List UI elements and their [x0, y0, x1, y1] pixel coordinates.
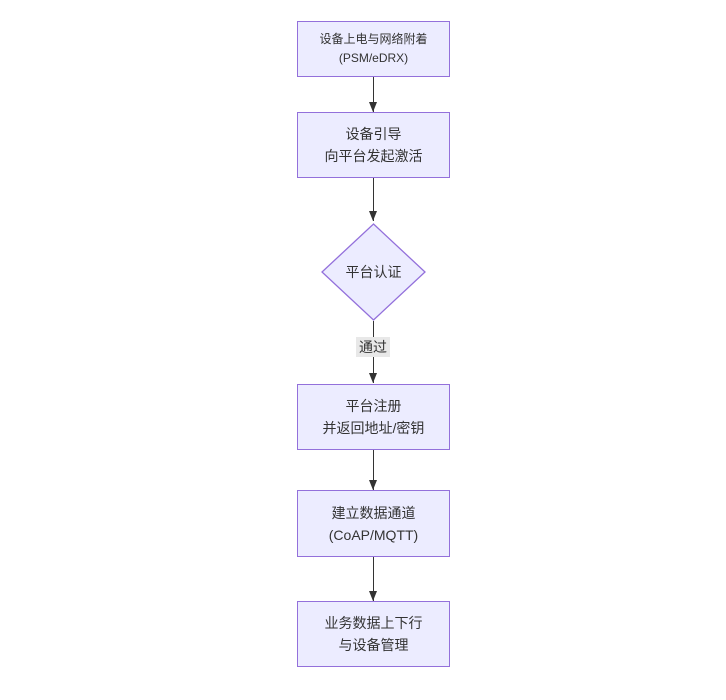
- node-business-line2: 与设备管理: [338, 637, 409, 653]
- edge-label-pass: 通过: [356, 337, 390, 357]
- node-channel-line2: (CoAP/MQTT): [328, 526, 419, 543]
- node-business-line1: 业务数据上下行: [324, 615, 423, 631]
- arrow-power-to-bootstrap: [369, 77, 377, 112]
- decision-platform-auth-label: 平台认证: [345, 264, 402, 280]
- node-business: 业务数据上下行 与设备管理: [297, 601, 450, 667]
- node-channel-line1: 建立数据通道: [331, 504, 416, 521]
- node-register: 平台注册 并返回地址/密钥: [297, 384, 450, 450]
- arrow-bootstrap-to-auth: [369, 178, 377, 221]
- node-register-line2: 并返回地址/密钥: [322, 420, 425, 436]
- node-register-line1: 平台注册: [345, 398, 402, 414]
- arrowhead-icon: [369, 373, 377, 383]
- arrow-channel-to-business: [369, 557, 377, 601]
- decision-platform-auth: 平台认证: [321, 223, 426, 321]
- node-power-attach: 设备上电与网络附着 (PSM/eDRX): [297, 21, 450, 77]
- arrowhead-icon: [369, 211, 377, 221]
- node-bootstrap-line2: 向平台发起激活: [324, 148, 423, 164]
- diamond-shape-icon: [321, 223, 426, 321]
- node-power-attach-line1: 设备上电与网络附着: [319, 32, 428, 46]
- node-power-attach-line2: (PSM/eDRX): [338, 51, 409, 65]
- node-channel: 建立数据通道 (CoAP/MQTT): [297, 490, 450, 557]
- arrowhead-icon: [369, 102, 377, 112]
- node-bootstrap-line1: 设备引导: [345, 126, 402, 142]
- arrow-register-to-channel: [369, 450, 377, 490]
- arrowhead-icon: [369, 591, 377, 601]
- node-bootstrap: 设备引导 向平台发起激活: [297, 112, 450, 178]
- arrowhead-icon: [369, 480, 377, 490]
